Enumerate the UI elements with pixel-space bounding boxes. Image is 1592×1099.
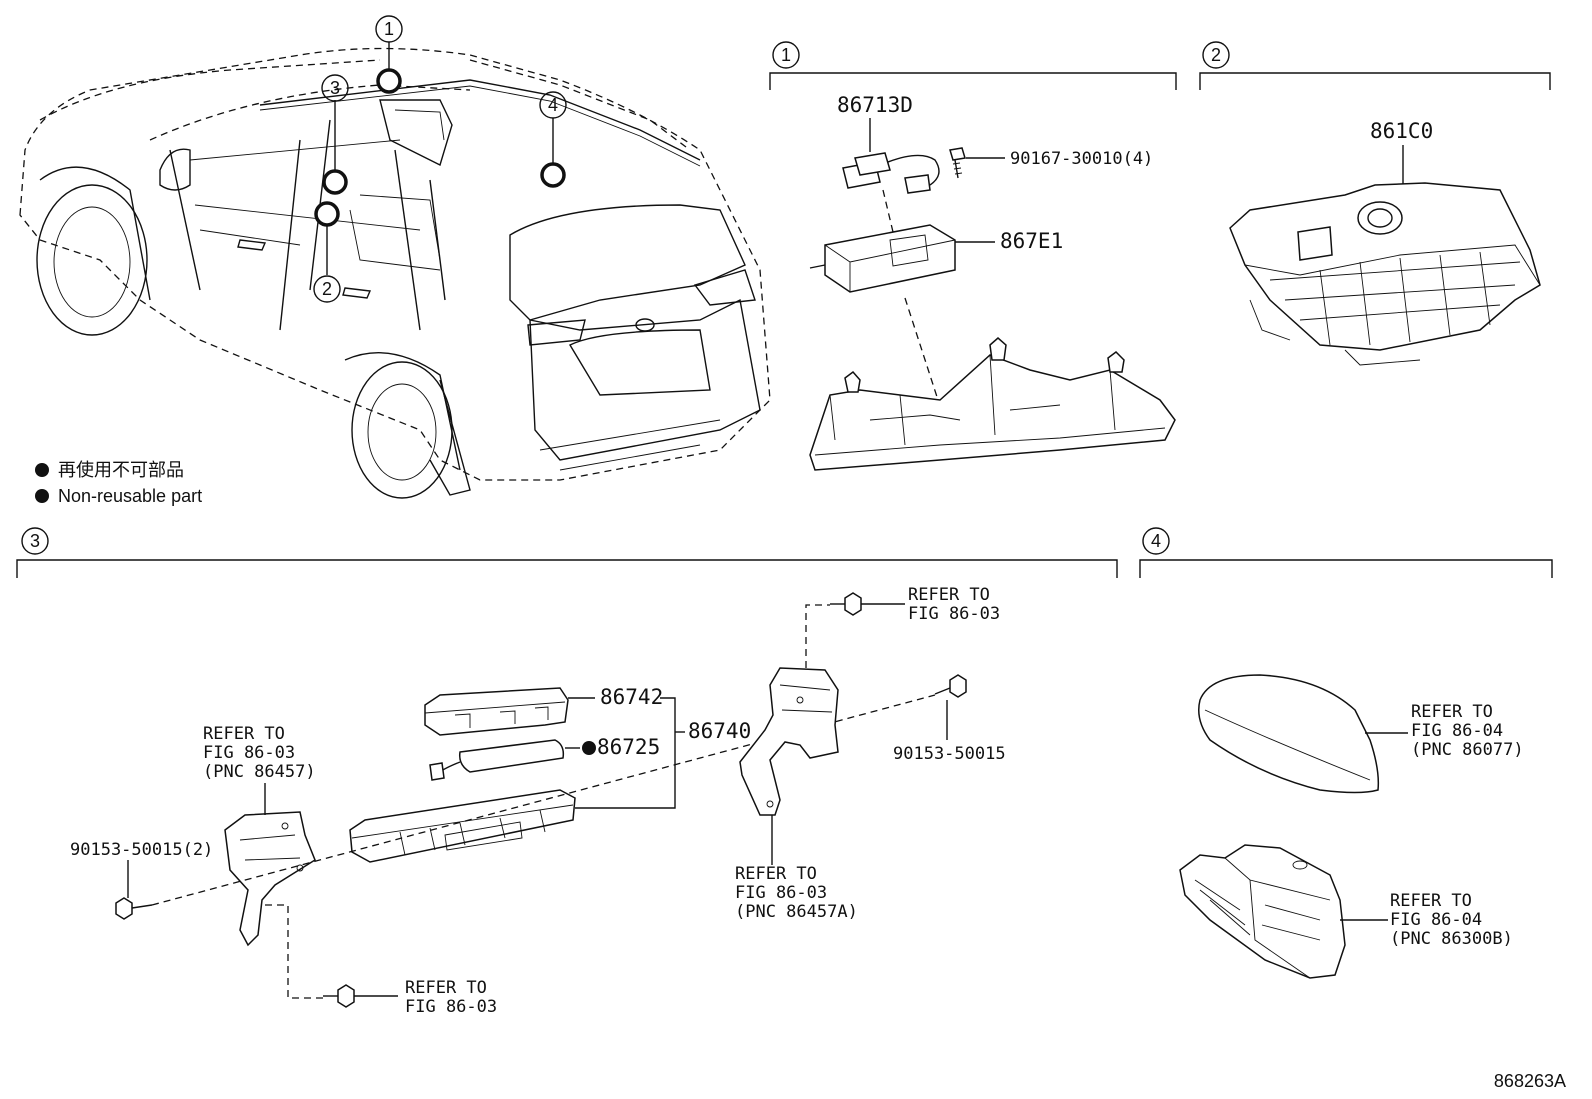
unit-86300B — [1179, 844, 1346, 979]
svg-text:4: 4 — [548, 95, 558, 115]
section-3: 3 86742 86725 86740 — [16, 527, 1118, 1017]
right-bracket — [739, 667, 839, 816]
ref-mid-1: REFER TO — [735, 864, 817, 884]
battery-86725 — [429, 739, 565, 781]
part-86742: 86742 — [600, 685, 663, 709]
ref-top-1: REFER TO — [908, 585, 990, 605]
part-90153-50015: 90153-50015 — [893, 744, 1006, 764]
legend-en: Non-reusable part — [58, 486, 202, 506]
left-bracket — [224, 811, 316, 947]
svg-text:1: 1 — [384, 19, 394, 39]
callout-1: 1 — [375, 15, 403, 43]
svg-text:1: 1 — [781, 45, 791, 65]
part-90167-30010: 90167-30010(4) — [1010, 149, 1153, 169]
ref-l3: (PNC 86457) — [203, 762, 316, 782]
legend-jp: 再使用不可部品 — [58, 460, 184, 480]
diagram-id: 868263A — [1494, 1071, 1566, 1091]
module-867E1 — [809, 224, 956, 293]
marker-4 — [540, 162, 566, 188]
ref-l2: FIG 86-03 — [203, 743, 295, 763]
marker-3 — [322, 169, 348, 195]
cover-86077 — [1198, 674, 1380, 794]
harness-connector — [842, 152, 940, 194]
section-1: 1 86713D 90167-30010(4) 867E1 — [769, 41, 1177, 471]
ref-s4-a3: (PNC 86077) — [1411, 740, 1524, 760]
svg-text:3: 3 — [330, 78, 340, 98]
marker-1 — [376, 68, 402, 94]
overhead-console — [809, 337, 1176, 471]
callout-2: 2 — [313, 275, 341, 303]
bolt-icon — [115, 897, 153, 920]
ref-top-2: FIG 86-03 — [908, 604, 1000, 624]
bolt-right-icon — [934, 674, 967, 698]
part-861C0: 861C0 — [1370, 119, 1433, 143]
ecu-86740 — [349, 789, 576, 863]
callout-3: 3 — [321, 74, 349, 102]
ref-l1: REFER TO — [203, 724, 285, 744]
ref-s4-b3: (PNC 86300B) — [1390, 929, 1513, 949]
bolt-lower-icon — [323, 984, 355, 1008]
bolt-top-icon — [830, 592, 862, 616]
part-867E1: 867E1 — [1000, 229, 1063, 253]
svg-text:2: 2 — [1211, 45, 1221, 65]
housing-86742 — [424, 687, 569, 736]
marker-2 — [314, 201, 340, 227]
ref-s4-b1: REFER TO — [1390, 891, 1472, 911]
ref-mid-2: FIG 86-03 — [735, 883, 827, 903]
part-90153-50015-2: 90153-50015(2) — [70, 840, 213, 860]
ref-lower-2: FIG 86-03 — [405, 997, 497, 1017]
section-4: 4 REFER TO FIG 86-04 (PNC 86077) REFER T… — [1139, 527, 1553, 979]
vehicle-illustration: 1 3 2 4 — [19, 15, 771, 499]
ref-s4-a2: FIG 86-04 — [1411, 721, 1503, 741]
part-86713D: 86713D — [837, 93, 913, 117]
part-86740: 86740 — [688, 719, 751, 743]
ref-s4-a1: REFER TO — [1411, 702, 1493, 722]
ref-lower-1: REFER TO — [405, 978, 487, 998]
camera-module-861C0 — [1229, 182, 1541, 366]
section-2: 2 861C0 — [1199, 41, 1551, 366]
svg-text:4: 4 — [1151, 531, 1161, 551]
legend: 再使用不可部品 Non-reusable part — [35, 460, 202, 506]
ref-mid-3: (PNC 86457A) — [735, 902, 858, 922]
svg-text:2: 2 — [322, 279, 332, 299]
callout-4: 4 — [539, 91, 567, 119]
screw-icon — [949, 147, 966, 179]
part-86725: 86725 — [597, 735, 660, 759]
ref-s4-b2: FIG 86-04 — [1390, 910, 1482, 930]
svg-text:3: 3 — [30, 531, 40, 551]
non-reusable-marker — [582, 741, 596, 755]
